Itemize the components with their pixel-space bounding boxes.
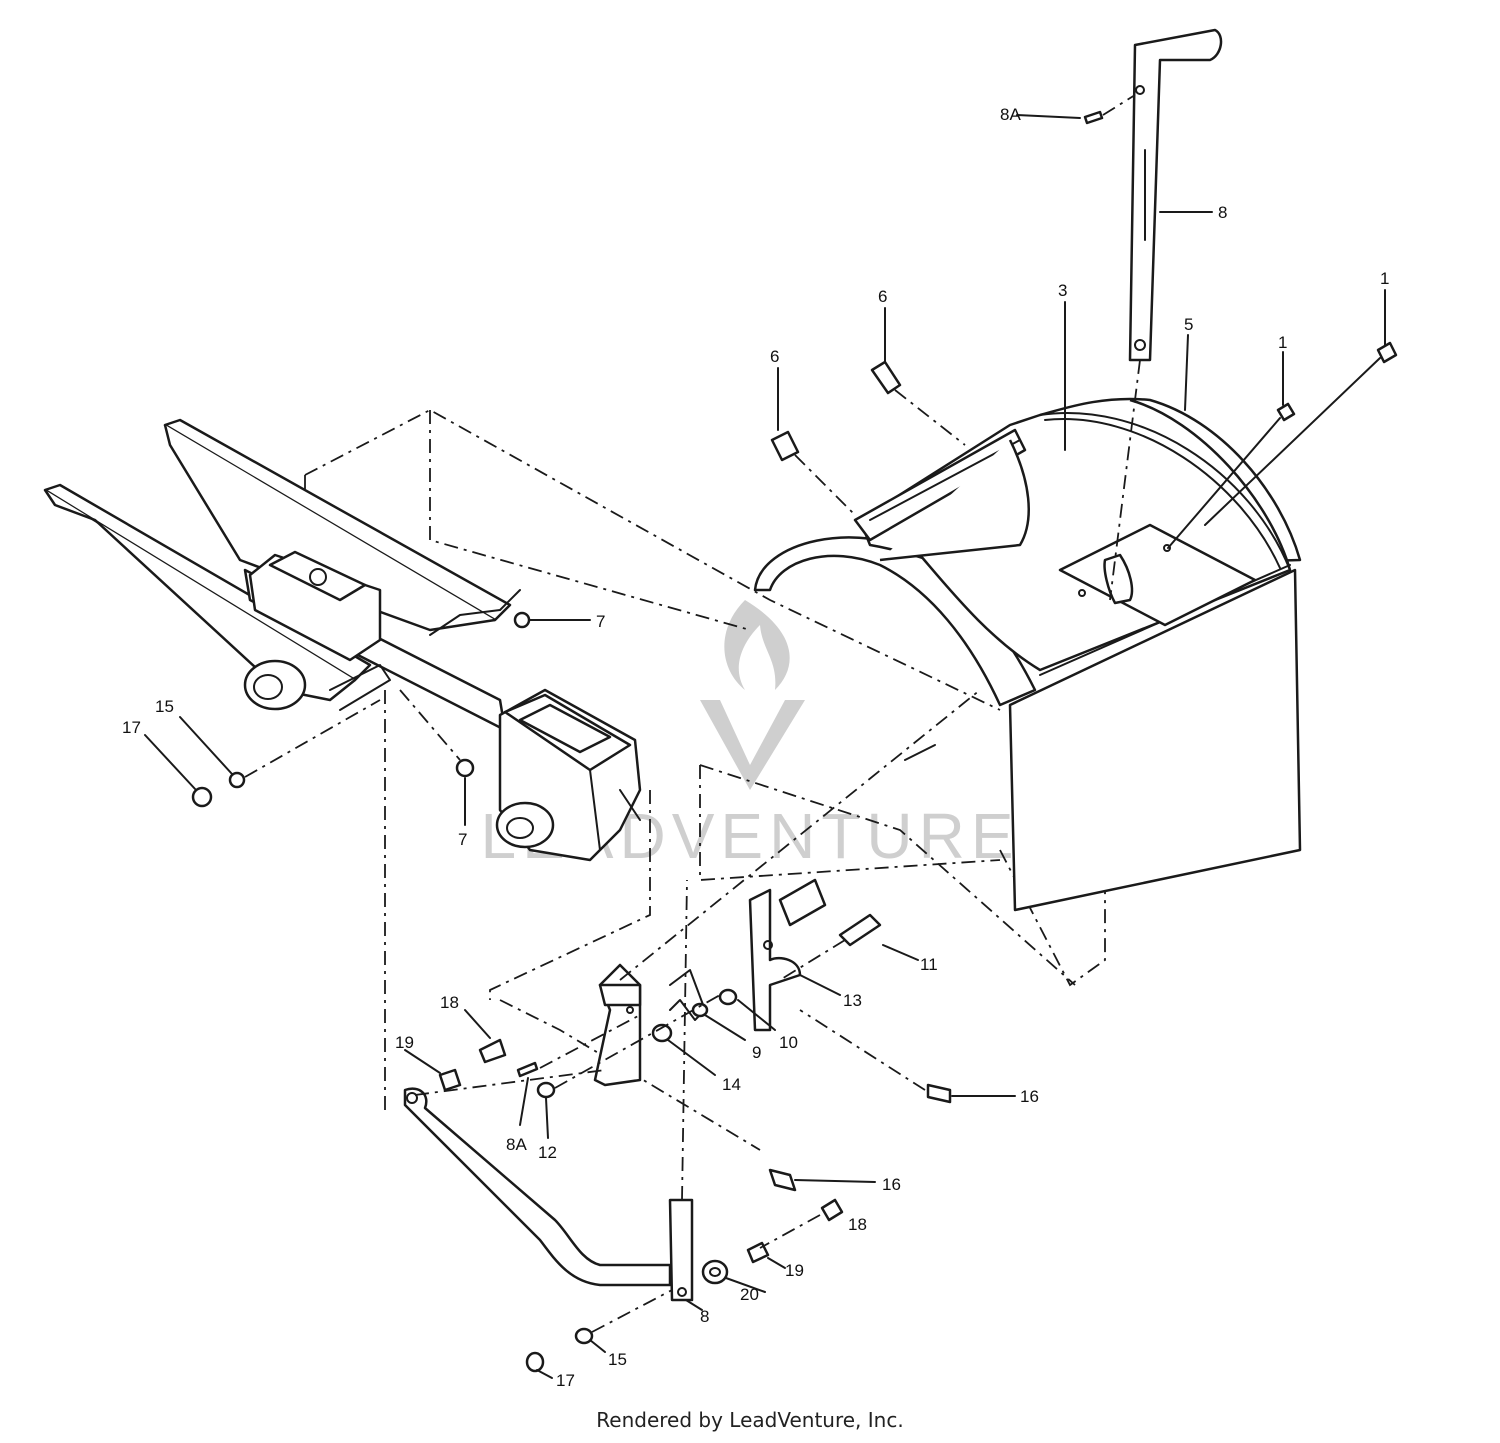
bushing-19-b	[746, 1241, 786, 1269]
spring-9	[669, 969, 709, 1021]
callout-1-b: 1	[1380, 269, 1389, 288]
washer-12	[536, 1081, 556, 1099]
washer-15-left	[179, 716, 246, 789]
callout-16-a: 16	[1020, 1087, 1039, 1106]
callout-12: 12	[538, 1143, 557, 1162]
bracket-14	[593, 963, 642, 1087]
callout-14: 14	[722, 1075, 741, 1094]
bolt-1-b	[1204, 341, 1398, 526]
callout-9: 9	[752, 1043, 761, 1062]
pin-8a-bottom	[516, 1061, 539, 1078]
bolt-18-a	[464, 1009, 507, 1064]
flame-logo-icon	[724, 600, 790, 690]
callout-8a-top: 8A	[1000, 105, 1021, 124]
pin-8a-top	[1016, 94, 1136, 125]
bushing-19-a	[404, 1049, 462, 1092]
callout-8a-bottom: 8A	[506, 1135, 527, 1154]
bolt-11	[779, 913, 882, 981]
callout-18-b: 18	[848, 1215, 867, 1234]
washer-14	[651, 1023, 673, 1043]
tine-frame	[43, 418, 642, 862]
callout-10: 10	[779, 1033, 798, 1052]
callout-16-b: 16	[882, 1175, 901, 1194]
callout-18-a: 18	[440, 993, 459, 1012]
nut-17-left	[144, 734, 213, 808]
bolt-18-b	[759, 1198, 844, 1249]
callout-15-bottom: 15	[608, 1350, 627, 1369]
bolt-6-a	[770, 430, 856, 516]
washer-20	[701, 1259, 766, 1293]
washer-15-bottom	[574, 1327, 606, 1353]
tine-shield	[753, 397, 1302, 912]
connecting-rod	[403, 1069, 672, 1287]
callout-20: 20	[740, 1285, 759, 1304]
depth-bar-bottom	[668, 879, 694, 1302]
callout-17-left: 17	[122, 718, 141, 737]
bolt-16-a	[799, 1009, 1016, 1104]
nut-17-bottom	[525, 1351, 553, 1379]
callout-6-a: 6	[770, 347, 779, 366]
callout-6-b: 6	[878, 287, 887, 306]
bolt-16-b	[768, 1168, 876, 1192]
footer-credit: Rendered by LeadVenture, Inc.	[596, 1408, 904, 1432]
callout-8-bottom: 8	[700, 1307, 709, 1326]
callout-labels: 8A 8 6 6 3 5 1 1 7 7 15 17 11 13 10 9 14…	[122, 105, 1389, 1390]
bracket-13	[748, 878, 827, 1032]
callout-7-a: 7	[596, 612, 605, 631]
callout-7-b: 7	[458, 830, 467, 849]
v-logo-icon	[700, 700, 805, 790]
bolt-6-b	[870, 360, 966, 446]
callout-3: 3	[1058, 281, 1067, 300]
callout-5: 5	[1184, 315, 1193, 334]
bolt-1-a	[1167, 402, 1296, 549]
callout-11: 11	[920, 955, 938, 974]
nut-7-a	[513, 611, 591, 629]
callout-17-bottom: 17	[556, 1371, 575, 1390]
nut-7-b	[455, 758, 475, 826]
callout-8-top: 8	[1218, 203, 1227, 222]
callout-15-left: 15	[155, 697, 174, 716]
callout-13: 13	[843, 991, 862, 1010]
callout-19-a: 19	[395, 1033, 414, 1052]
callout-1-a: 1	[1278, 333, 1287, 352]
depth-bar-top	[1109, 28, 1223, 601]
callout-19-b: 19	[785, 1261, 804, 1280]
bushing-10	[718, 988, 738, 1006]
